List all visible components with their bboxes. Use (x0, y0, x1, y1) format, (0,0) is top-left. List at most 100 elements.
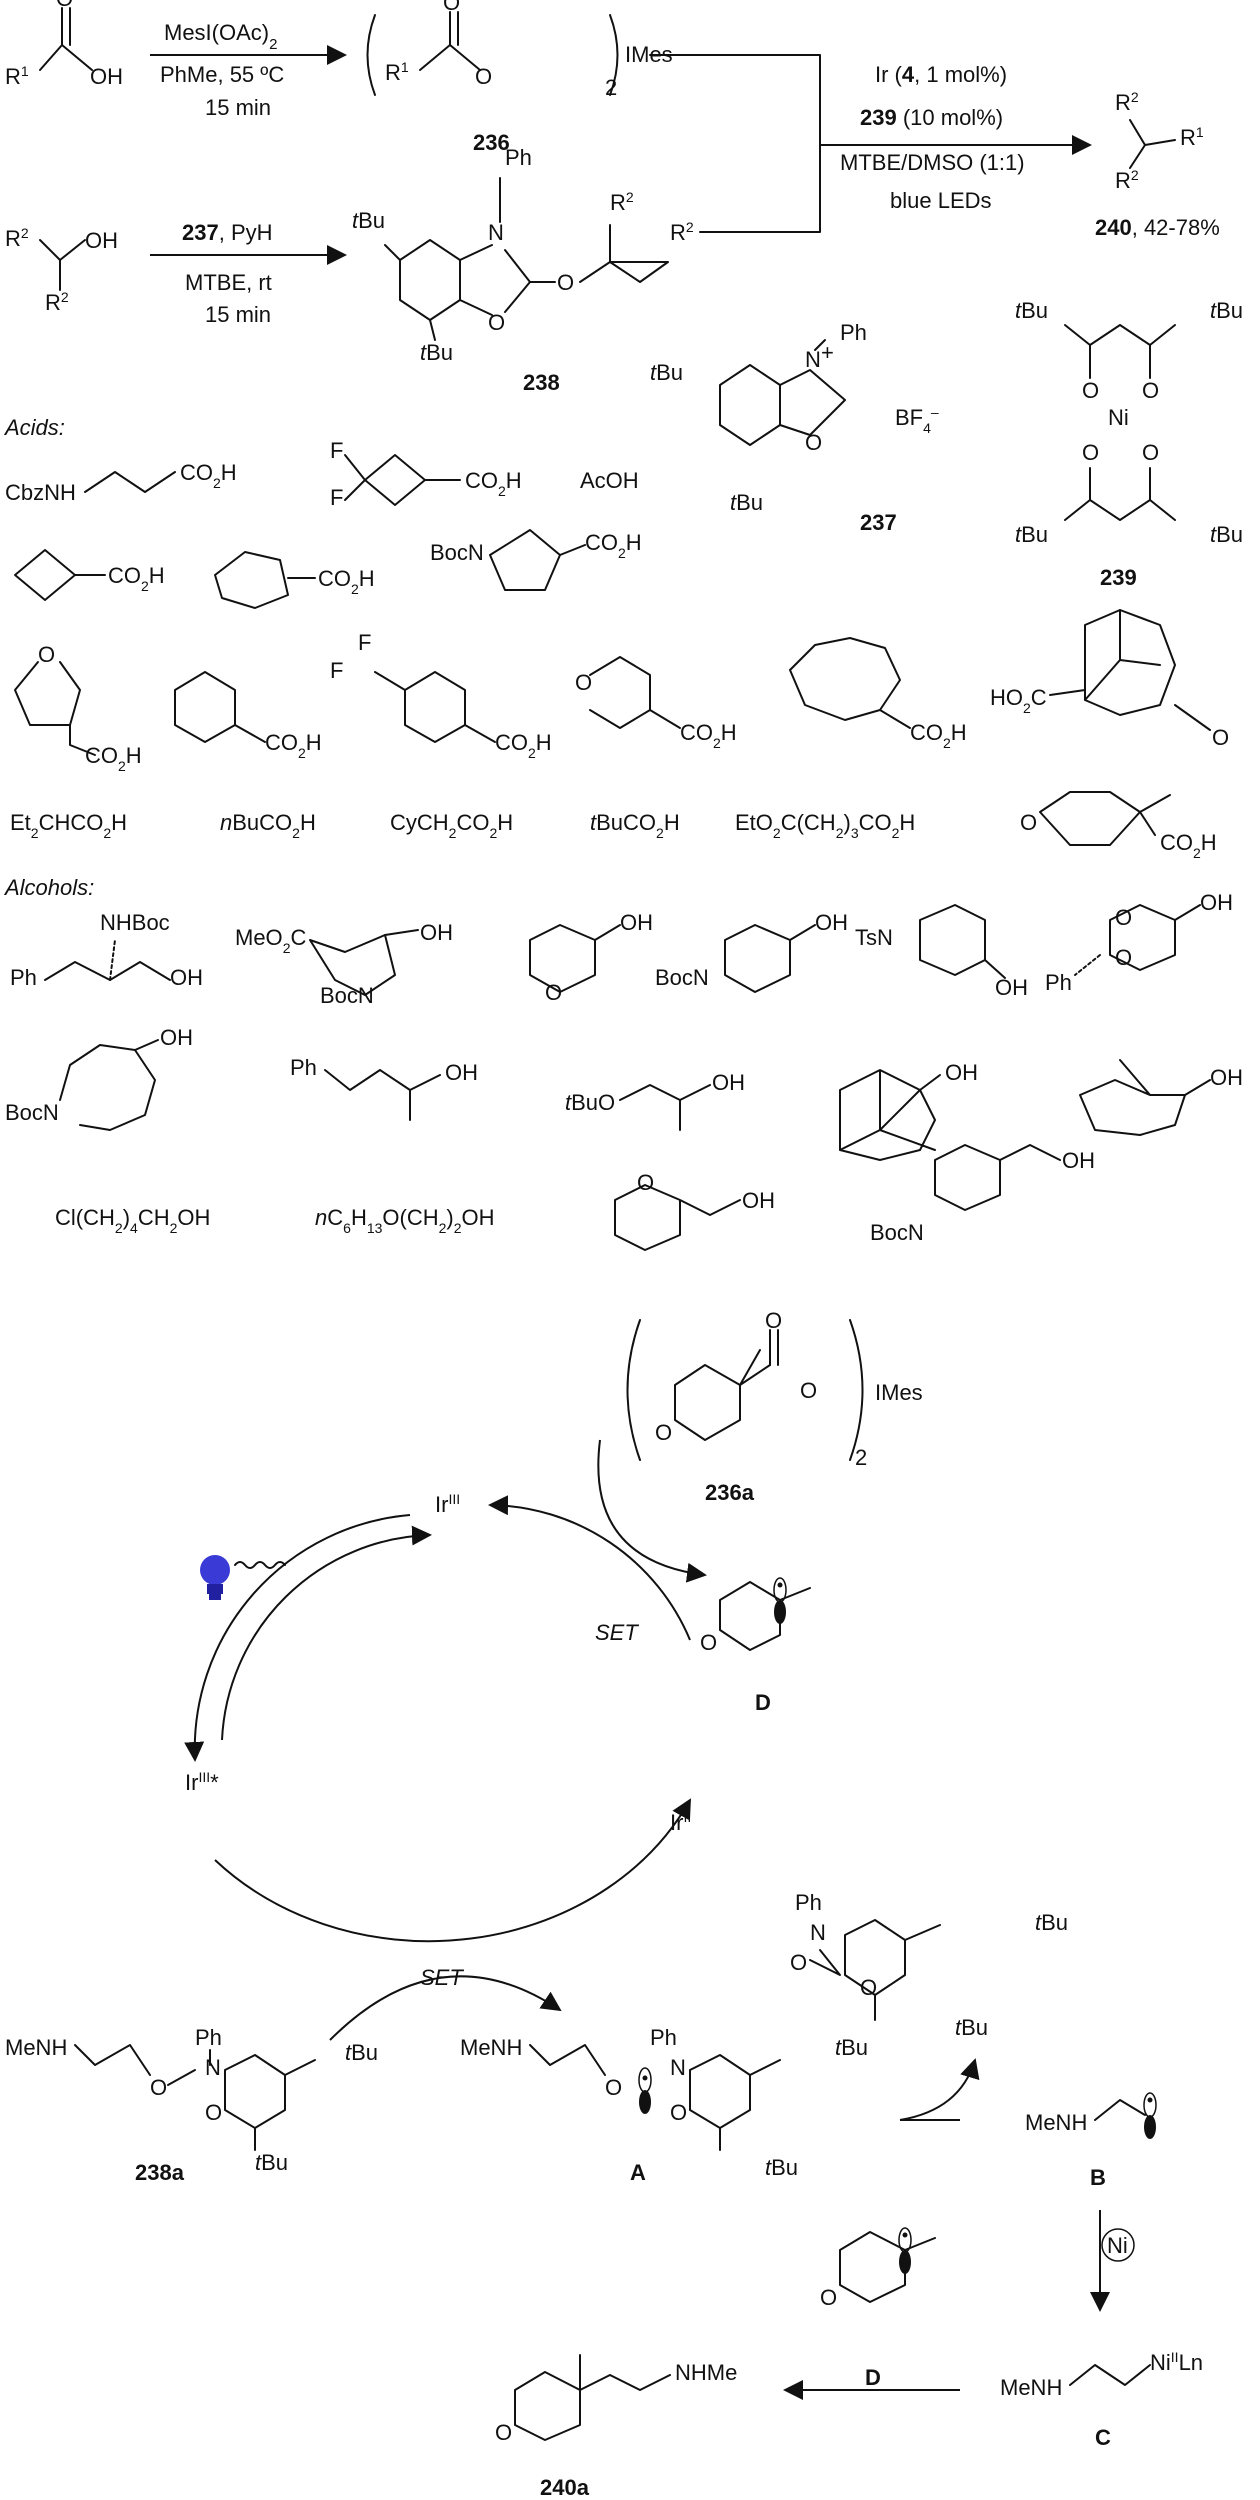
svg-text:O: O (605, 2075, 622, 2100)
svg-text:OH: OH (742, 1188, 775, 1213)
svg-text:tBu: tBu (835, 2035, 868, 2060)
svg-text:O: O (1020, 810, 1037, 835)
svg-text:OH: OH (85, 228, 118, 253)
alcohol-adamantanol: OH (839, 1060, 978, 1161)
svg-text:R2: R2 (1115, 89, 1139, 115)
product-240a-label: 240a (540, 2475, 590, 2500)
set-top-label: SET (595, 1620, 639, 1645)
acid-difluorocyclohexane: F F CO2H (330, 630, 552, 761)
svg-text:N: N (805, 347, 821, 372)
svg-text:tBu: tBu (730, 490, 763, 515)
svg-text:CO2H: CO2H (180, 460, 237, 491)
svg-text:N: N (488, 220, 504, 245)
catalytic-cycle-right (488, 1495, 691, 1641)
svg-text:O: O (205, 2100, 222, 2125)
acid-nbuco2h: nBuCO2H (220, 810, 316, 841)
svg-text:O: O (637, 1170, 654, 1195)
svg-text:CO2H: CO2H (265, 730, 322, 761)
step3-cocatalyst: 239 (10 mol%) (860, 105, 1003, 130)
step1-time: 15 min (205, 95, 271, 120)
svg-text:O: O (575, 670, 592, 695)
svg-text:tBu: tBu (420, 340, 453, 365)
compound-240-structure: R2 R1 R2 (1115, 89, 1204, 193)
svg-text:IMes: IMes (875, 1380, 923, 1405)
svg-text:Ni: Ni (1108, 405, 1129, 430)
step3-solvent: MTBE/DMSO (1:1) (840, 150, 1025, 175)
svg-text:O: O (38, 642, 55, 667)
step2-conditions: MTBE, rt (185, 270, 272, 295)
alcohol-phenylbutanol: Ph OH (290, 1055, 478, 1121)
svg-text:tBu: tBu (955, 2015, 988, 2040)
iodane-entry-arrow (597, 1439, 707, 1583)
svg-text:OH: OH (1210, 1065, 1243, 1090)
svg-text:F: F (330, 485, 343, 510)
svg-text:O: O (765, 1308, 782, 1333)
svg-text:CO2H: CO2H (585, 530, 642, 561)
svg-text:tBu: tBu (255, 2150, 288, 2175)
set-bottom-arrow (329, 1975, 562, 2041)
compound-239: 239 (1100, 565, 1137, 590)
acid-cyclohexane: CO2H (174, 671, 322, 761)
svg-text:O: O (488, 310, 505, 335)
svg-text:CO2H: CO2H (680, 720, 737, 751)
acid-cbz-beta-alanine: CbzNH CO2H (5, 460, 237, 505)
svg-text:O: O (805, 430, 822, 455)
svg-text:O: O (475, 64, 492, 89)
alcohol-dioxanol: O O Ph OH (1045, 890, 1233, 995)
svg-text:O: O (56, 0, 73, 11)
acids-heading: Acids: (3, 415, 65, 440)
radical-B-label: B (1090, 2165, 1106, 2190)
merge-lines (649, 54, 821, 233)
svg-text:O: O (670, 2100, 687, 2125)
alcohol-ts-piperidin-3-ol: TsN OH (855, 904, 1028, 1000)
iodane-236: R1 O O 2 IMes (366, 0, 673, 100)
svg-text:CbzNH: CbzNH (5, 480, 76, 505)
svg-text:BocN: BocN (320, 983, 374, 1008)
svg-text:R1: R1 (385, 59, 409, 85)
svg-text:tBu: tBu (345, 2040, 378, 2065)
svg-text:F: F (330, 438, 343, 463)
svg-text:O: O (495, 2420, 512, 2445)
catalytic-cycle-left-down (184, 1514, 411, 1762)
compound-238: 238 (523, 370, 560, 395)
svg-text:O: O (557, 270, 574, 295)
svg-text:F: F (358, 630, 371, 655)
svg-text:N: N (810, 1920, 826, 1945)
compound-236: 236 (473, 130, 510, 155)
nickel-C-label: C (1095, 2425, 1111, 2450)
intermediate-A-structure: MeNH O Ph N O tBu tBu (460, 2025, 868, 2180)
svg-text:tBu: tBu (1210, 522, 1243, 547)
svg-text:OH: OH (712, 1070, 745, 1095)
svg-text:R1: R1 (5, 63, 29, 89)
svg-text:NHBoc: NHBoc (100, 910, 170, 935)
acid-cych2co2h: CyCH2CO2H (390, 810, 513, 841)
step2-time: 15 min (205, 302, 271, 327)
svg-text:OH: OH (1062, 1148, 1095, 1173)
compound-237: 237 (860, 510, 897, 535)
svg-text:O: O (1115, 945, 1132, 970)
svg-text:CO2H: CO2H (495, 730, 552, 761)
svg-text:OH: OH (90, 64, 123, 89)
catalytic-cycle-bottom (214, 1798, 691, 1943)
step2-alcohol: R2 OH R2 (5, 225, 118, 315)
svg-text:OH: OH (945, 1060, 978, 1085)
svg-text:OH: OH (420, 920, 453, 945)
svg-text:2: 2 (605, 75, 617, 100)
svg-text:R2: R2 (5, 225, 29, 251)
blue-led-icon (200, 1555, 286, 1600)
acid-thf: O CO2H (14, 642, 142, 774)
svg-text:BocN: BocN (430, 540, 484, 565)
alcohol-hexyloxyethanol: nC6H13O(CH2)2OH (315, 1205, 495, 1236)
svg-text:O: O (1115, 905, 1132, 930)
svg-text:tBu: tBu (1210, 298, 1243, 323)
svg-text:CO2H: CO2H (1160, 830, 1217, 861)
alcohol-boc-piperidinol: BocN OH (655, 910, 848, 993)
svg-text:O: O (1212, 725, 1229, 750)
svg-text:BocN: BocN (5, 1100, 59, 1125)
svg-text:O: O (655, 1420, 672, 1445)
acid-cyclopentane: CO2H (214, 551, 375, 609)
svg-text:F: F (330, 658, 343, 683)
alcohol-chloropentanol: Cl(CH2)4CH2OH (55, 1205, 210, 1236)
svg-text:tBuO: tBuO (565, 1090, 615, 1115)
svg-text:R2: R2 (45, 289, 69, 315)
